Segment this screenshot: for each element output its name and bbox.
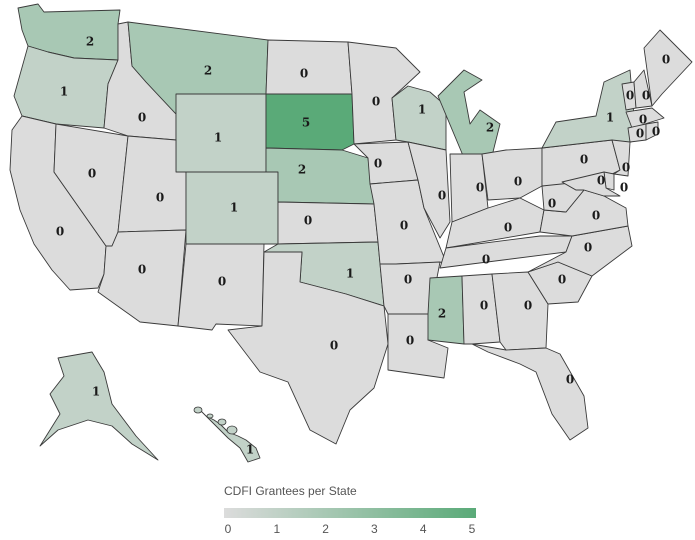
state-mi bbox=[437, 69, 501, 159]
legend-tick-4: 4 bbox=[419, 522, 427, 536]
legend-tick-2: 2 bbox=[322, 522, 329, 536]
state-md bbox=[561, 171, 621, 197]
state-value-ak: 1 bbox=[92, 385, 100, 399]
state-value-in: 0 bbox=[476, 181, 484, 195]
legend: CDFI Grantees per State 0 1 2 3 4 5 bbox=[222, 484, 480, 540]
state-value-wy: 1 bbox=[214, 131, 222, 145]
state-value-ny: 1 bbox=[606, 111, 614, 125]
state-value-nj: 0 bbox=[622, 161, 630, 175]
hawaii-island-0 bbox=[193, 406, 203, 414]
state-value-sc: 0 bbox=[558, 273, 566, 287]
state-ks bbox=[277, 201, 379, 245]
state-value-nm: 0 bbox=[218, 275, 226, 289]
state-nm bbox=[177, 243, 265, 331]
state-value-tn: 0 bbox=[482, 253, 490, 267]
state-value-ga: 0 bbox=[524, 299, 532, 313]
state-value-nh: 0 bbox=[642, 89, 650, 103]
state-value-az: 0 bbox=[138, 263, 146, 277]
state-value-or: 1 bbox=[60, 85, 68, 99]
state-value-wi: 1 bbox=[418, 103, 426, 117]
state-me bbox=[643, 29, 693, 107]
legend-color-bar bbox=[224, 508, 476, 518]
state-value-fl: 0 bbox=[566, 373, 574, 387]
state-al bbox=[461, 273, 501, 345]
state-value-sd: 5 bbox=[302, 116, 310, 130]
state-value-oh: 0 bbox=[514, 175, 522, 189]
hawaii-island-1 bbox=[206, 413, 214, 419]
state-az bbox=[97, 229, 187, 327]
state-ut bbox=[117, 135, 187, 233]
hawaii-island-2 bbox=[217, 418, 227, 426]
state-value-al: 0 bbox=[480, 299, 488, 313]
state-tx bbox=[227, 251, 389, 445]
state-value-ia: 0 bbox=[374, 157, 382, 171]
state-value-ms: 2 bbox=[438, 307, 446, 321]
state-value-ks: 0 bbox=[304, 214, 312, 228]
state-il bbox=[407, 141, 451, 239]
state-value-ut: 0 bbox=[156, 191, 164, 205]
state-value-nc: 0 bbox=[584, 241, 592, 255]
state-value-id: 0 bbox=[138, 111, 146, 125]
states-layer bbox=[9, 3, 693, 463]
state-value-co: 1 bbox=[230, 201, 238, 215]
state-value-de: 0 bbox=[597, 174, 605, 188]
state-value-wa: 2 bbox=[86, 35, 94, 49]
state-hi bbox=[199, 409, 261, 463]
state-value-ky: 0 bbox=[504, 221, 512, 235]
legend-tick-0: 0 bbox=[224, 522, 232, 536]
state-ny bbox=[541, 69, 637, 149]
state-value-ct: 0 bbox=[636, 127, 644, 141]
state-value-ma: 0 bbox=[639, 113, 647, 127]
state-value-va: 0 bbox=[592, 209, 600, 223]
state-value-tx: 0 bbox=[330, 339, 338, 353]
hawaii-island-3 bbox=[226, 425, 238, 435]
state-value-il: 0 bbox=[438, 189, 446, 203]
state-value-me: 0 bbox=[662, 53, 670, 67]
state-value-mo: 0 bbox=[400, 219, 408, 233]
state-value-mt: 2 bbox=[204, 64, 212, 78]
state-value-ar: 0 bbox=[404, 273, 412, 287]
state-value-md: 0 bbox=[620, 181, 628, 195]
state-value-hi: 1 bbox=[246, 443, 254, 457]
state-value-ri: 0 bbox=[652, 125, 660, 139]
state-value-vt: 0 bbox=[626, 89, 634, 103]
state-value-nv: 0 bbox=[88, 167, 96, 181]
legend-tick-3: 3 bbox=[371, 522, 378, 536]
state-value-pa: 0 bbox=[580, 153, 588, 167]
state-value-mn: 0 bbox=[372, 95, 380, 109]
state-value-ne: 2 bbox=[298, 163, 306, 177]
state-value-la: 0 bbox=[406, 334, 414, 348]
legend-tick-5: 5 bbox=[468, 522, 476, 536]
state-value-nd: 0 bbox=[300, 67, 308, 81]
legend-tick-1: 1 bbox=[273, 522, 281, 536]
state-fl bbox=[471, 343, 589, 441]
state-ne bbox=[265, 147, 375, 205]
state-ms bbox=[427, 275, 465, 345]
state-ma bbox=[625, 107, 665, 129]
state-ak bbox=[39, 351, 159, 461]
state-value-ca: 0 bbox=[56, 225, 64, 239]
state-oh bbox=[481, 147, 543, 201]
state-value-wv: 0 bbox=[548, 197, 556, 211]
state-wi bbox=[391, 85, 447, 151]
state-nj bbox=[611, 139, 631, 177]
state-value-mi: 2 bbox=[486, 121, 494, 135]
legend-title: CDFI Grantees per State bbox=[224, 484, 357, 498]
state-ri bbox=[645, 121, 659, 141]
state-value-ok: 1 bbox=[346, 267, 354, 281]
state-nd bbox=[265, 39, 353, 95]
state-sd bbox=[265, 93, 355, 151]
